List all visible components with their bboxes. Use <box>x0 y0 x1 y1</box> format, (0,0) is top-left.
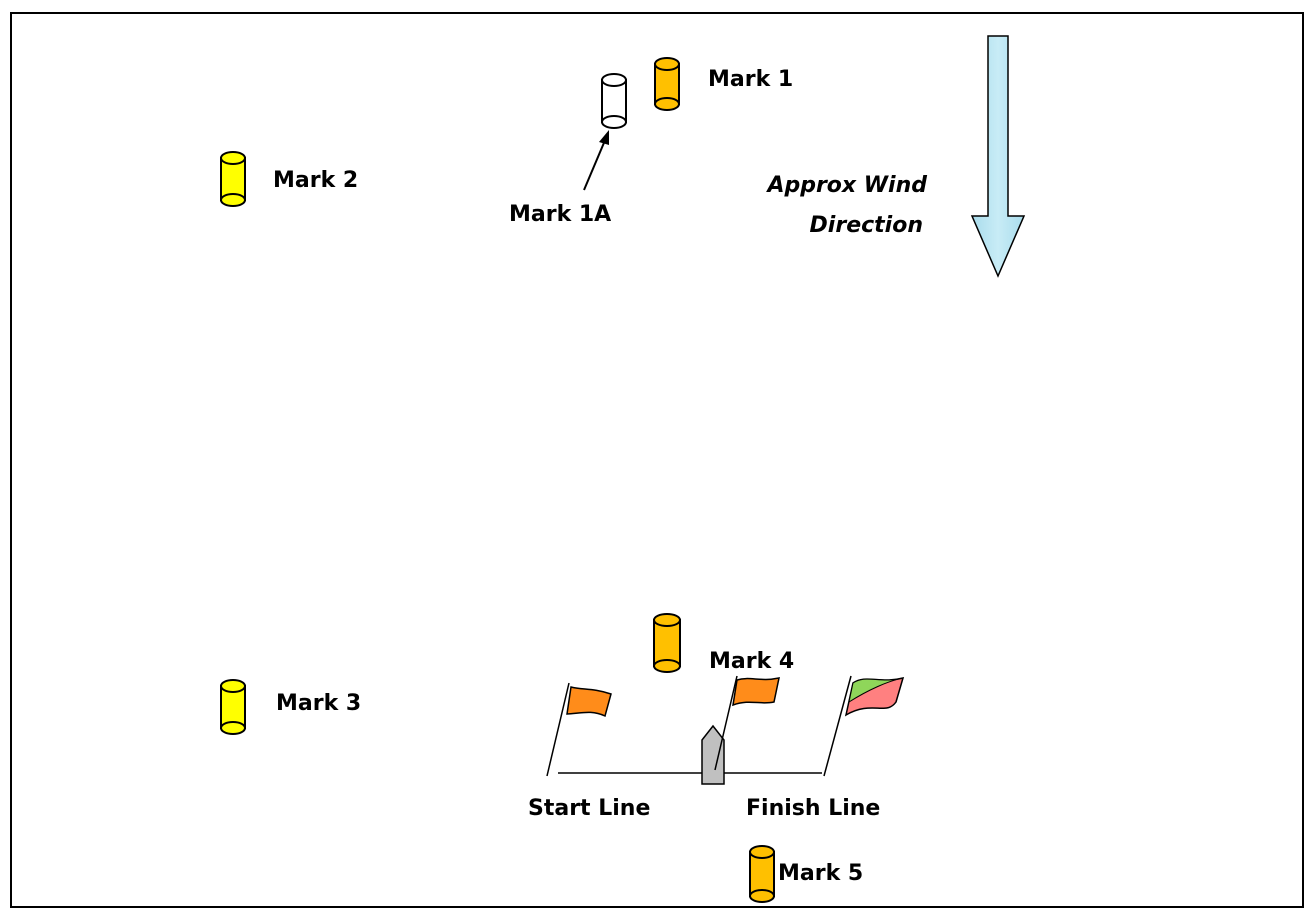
mark-1a-pointer-arrow <box>583 130 609 191</box>
start-line-label: Start Line <box>528 796 650 821</box>
mark-5-buoy <box>749 845 775 903</box>
mark-1-label: Mark 1 <box>708 67 793 92</box>
mark-1-buoy <box>654 57 680 111</box>
mark-2-label: Mark 2 <box>273 168 358 193</box>
mark-1a-buoy <box>601 73 627 129</box>
finish-line-label: Finish Line <box>746 796 880 821</box>
mark-1a-label: Mark 1A <box>509 202 611 227</box>
wind-label-line-1: Approx Wind <box>765 173 927 198</box>
mark-3-label: Mark 3 <box>276 691 361 716</box>
mark-3-buoy <box>220 679 246 735</box>
start-pin-flag <box>546 682 612 777</box>
mark-5-label: Mark 5 <box>778 861 863 886</box>
committee-boat-icon <box>701 724 725 785</box>
wind-direction-arrow <box>970 35 1026 278</box>
committee-boat-flag <box>714 675 780 771</box>
mark-4-buoy <box>653 613 681 673</box>
finish-pin-flag <box>823 675 905 777</box>
mark-2-buoy <box>220 151 246 207</box>
wind-label-line-2: Direction <box>810 213 923 238</box>
mark-4-label: Mark 4 <box>709 649 794 674</box>
